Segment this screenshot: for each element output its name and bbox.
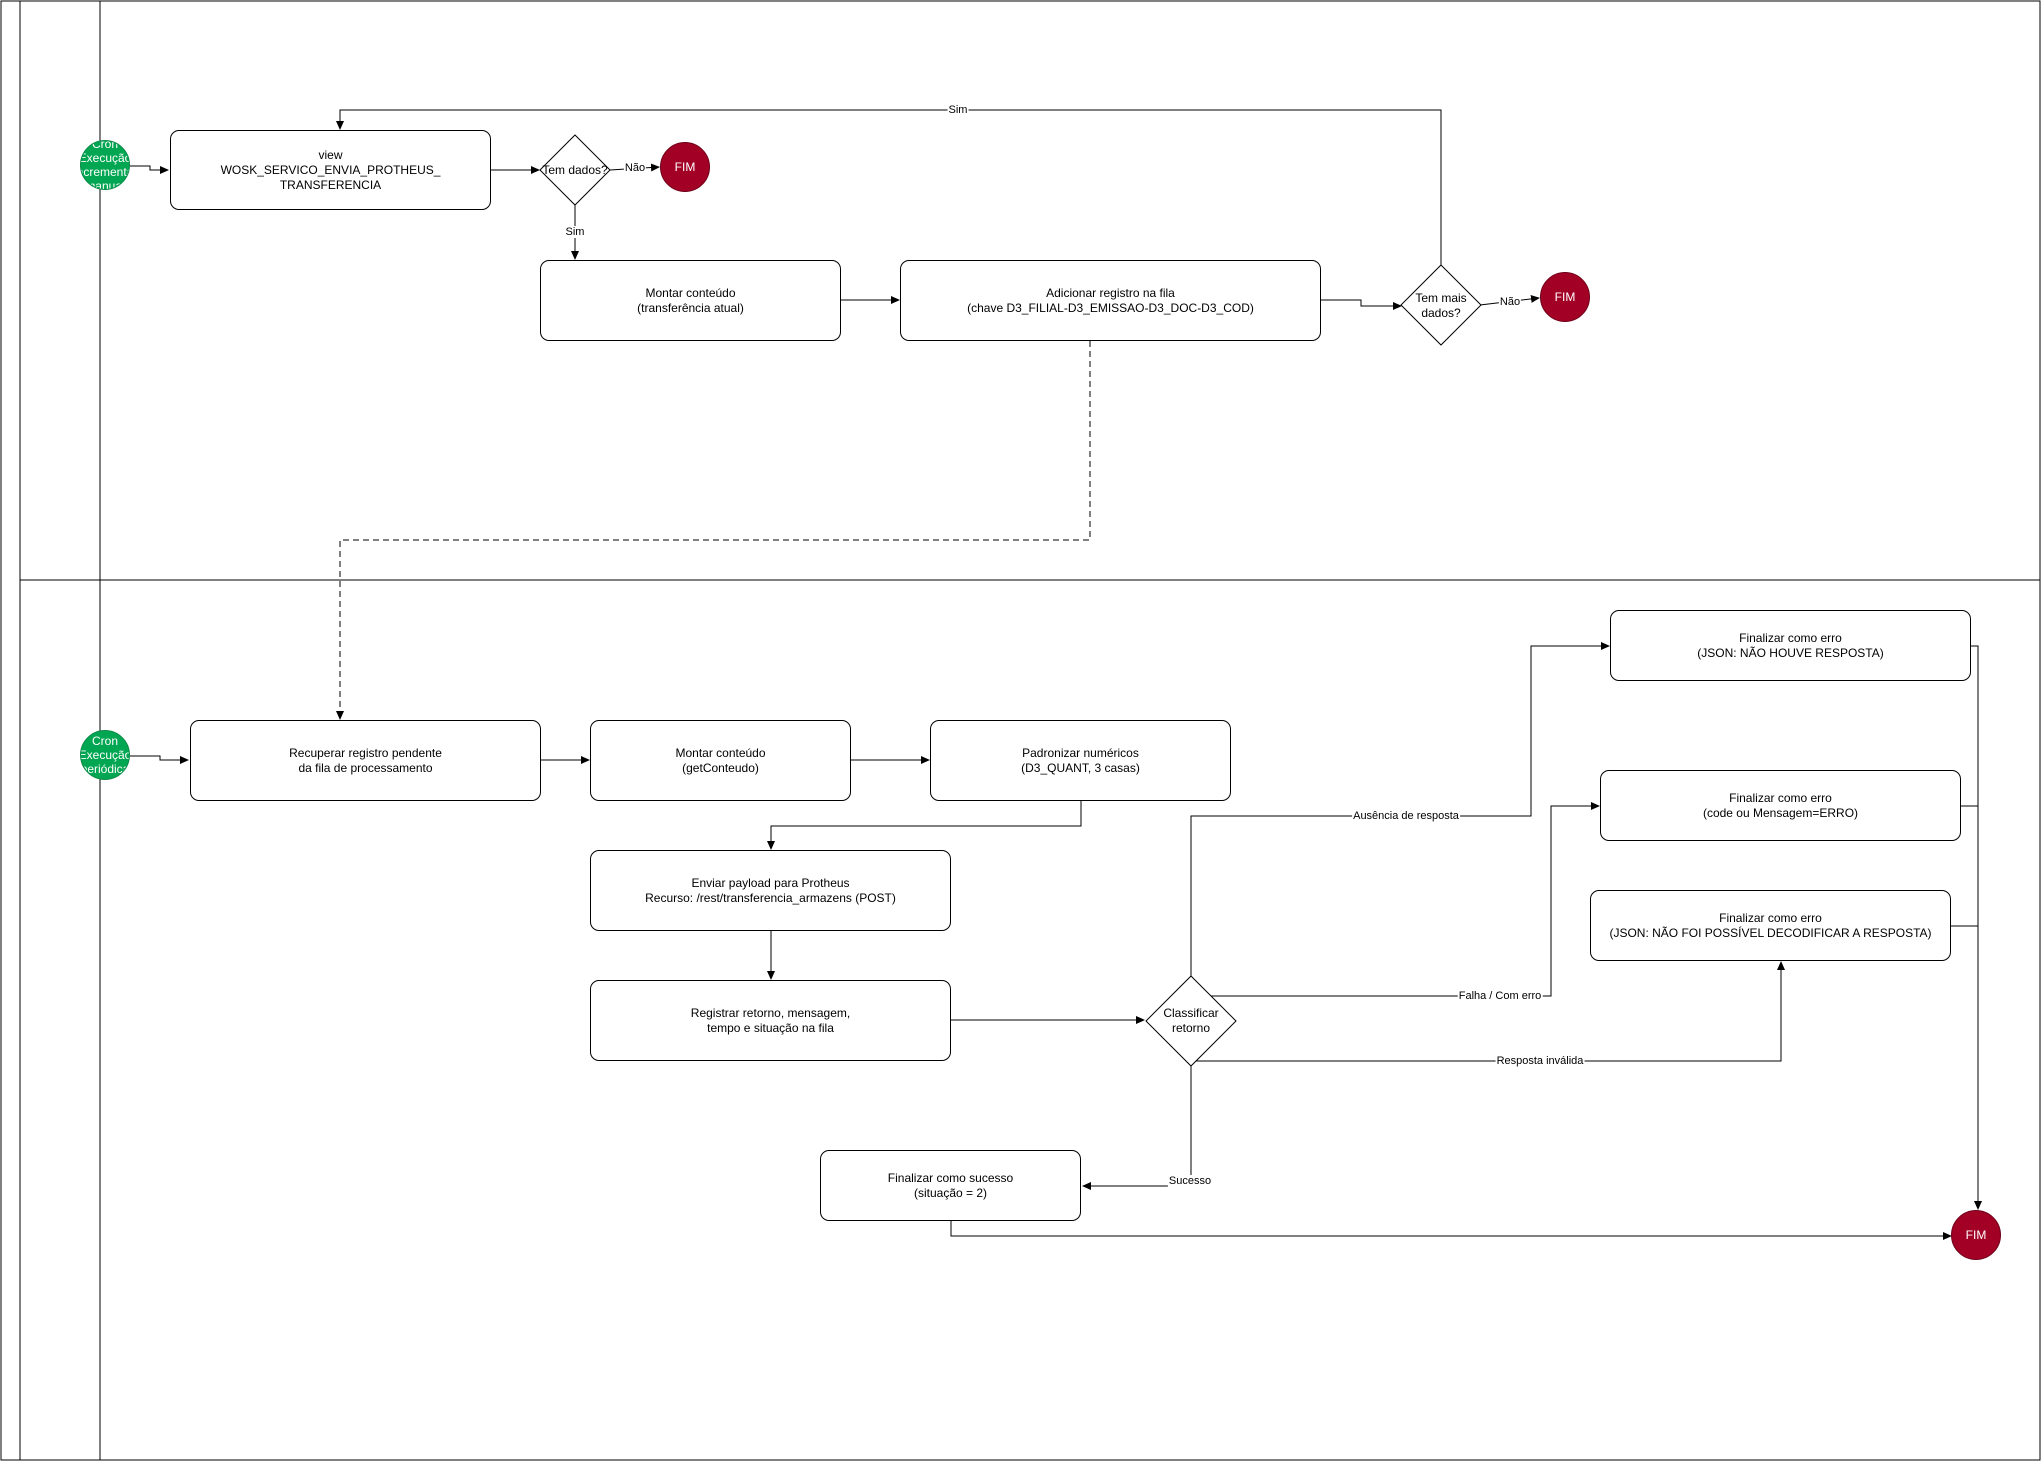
- edge-classificar-invalida: [1191, 961, 1785, 1062]
- tem-dados-diamond: [539, 134, 611, 206]
- montar-conteudo-transferencia: Montar conteúdo (transferência atual): [540, 260, 841, 341]
- edge-label-nao-2: Não: [1498, 296, 1522, 308]
- edge-label-sim-loop: Sim: [947, 104, 969, 116]
- montar-conteudo-getconteudo: Montar conteúdo (getConteudo): [590, 720, 851, 801]
- adicionar-registro-fila: Adicionar registro na fila (chave D3_FIL…: [900, 260, 1321, 341]
- classificar-diamond: [1145, 975, 1237, 1067]
- finalizar-erro-decodificar: Finalizar como erro (JSON: NÃO FOI POSSÍ…: [1590, 890, 1951, 961]
- edge-label-ausencia: Ausência de resposta: [1352, 810, 1460, 822]
- start-event-periodica: Cron Execução periódica: [80, 730, 130, 780]
- tem-mais-dados-label: Tem mais dados?: [1415, 291, 1467, 320]
- finalizar-erro-code: Finalizar como erro (code ou Mensagem=ER…: [1600, 770, 1961, 841]
- edge-label-invalida: Resposta inválida: [1495, 1055, 1585, 1067]
- edge-erro1-fim3: [1971, 645, 1982, 1210]
- tem-mais-dados-diamond: [1400, 264, 1482, 346]
- edge-label-sucesso: Sucesso: [1167, 1175, 1213, 1187]
- edge-start2-recuperar: [130, 755, 189, 764]
- edge-classificar-sucesso: [1082, 1061, 1192, 1190]
- edge-classificar-ausencia: [1190, 642, 1610, 976]
- registrar-retorno: Registrar retorno, mensagem, tempo e sit…: [590, 980, 951, 1061]
- edge-label-nao-1: Não: [623, 162, 647, 174]
- edge-classificar-falha: [1191, 802, 1600, 997]
- padronizar-numericos: Padronizar numéricos (D3_QUANT, 3 casas): [930, 720, 1231, 801]
- edge-label-sim-1: Sim: [564, 226, 586, 238]
- connectors: [130, 109, 1982, 1240]
- enviar-payload-protheus: Enviar payload para Protheus Recurso: /r…: [590, 850, 951, 931]
- classificar-retorno-label: Classificar retorno: [1163, 1006, 1219, 1035]
- finalizar-sucesso: Finalizar como sucesso (situação = 2): [820, 1150, 1081, 1221]
- end-event-1: FIM: [660, 142, 710, 192]
- edge-temmais-view-loop: [336, 109, 1442, 265]
- edge-adicionar-temmais: [1321, 299, 1402, 310]
- start-event-incremental: Cron Execução incremental manual: [80, 140, 130, 190]
- edge-label-falha: Falha / Com erro: [1457, 990, 1543, 1002]
- edge-sucesso-fim3: [950, 1221, 1952, 1240]
- end-event-2: FIM: [1540, 272, 1590, 322]
- finalizar-erro-sem-resposta: Finalizar como erro (JSON: NÃO HOUVE RES…: [1610, 610, 1971, 681]
- end-event-3: FIM: [1951, 1210, 2001, 1260]
- tem-dados-label: Tem dados?: [542, 162, 608, 177]
- edge-adicionar-recuperar-dashed: [336, 341, 1091, 720]
- edge-padronizar-enviar: [767, 801, 1082, 850]
- view-node: view WOSK_SERVICO_ENVIA_PROTHEUS_ TRANSF…: [170, 130, 491, 210]
- edge-start1-view: [130, 165, 169, 174]
- recuperar-registro-pendente: Recuperar registro pendente da fila de p…: [190, 720, 541, 801]
- decisions: [539, 134, 1482, 1067]
